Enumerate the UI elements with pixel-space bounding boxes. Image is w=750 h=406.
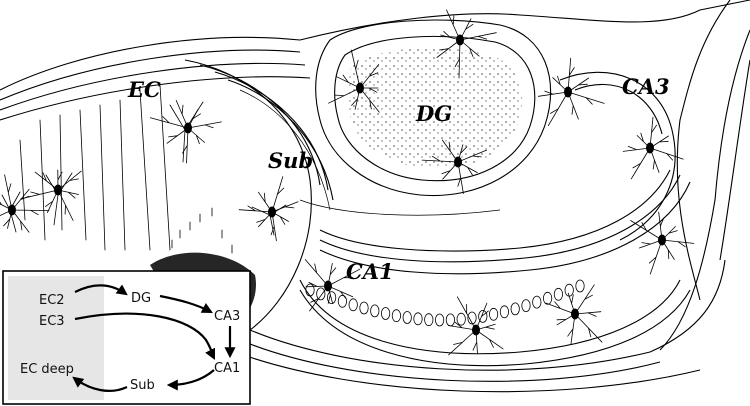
label-ca1: CA1 xyxy=(346,259,394,284)
label-dg: DG xyxy=(415,101,452,126)
dendrites xyxy=(238,176,299,242)
pyramidal-cell-body xyxy=(445,313,455,327)
pyramidal-cell-body xyxy=(413,312,423,326)
node-ec-deep: EC deep xyxy=(20,362,74,377)
dendrites xyxy=(537,57,605,127)
ec-shaded-zone xyxy=(8,276,104,400)
pyramidal-cell-body xyxy=(424,313,434,327)
pyramidal-cell-body xyxy=(532,295,542,309)
pyramidal-cell-body xyxy=(337,294,347,308)
pyramidal-cell-body xyxy=(478,309,488,323)
node-ca3: CA3 xyxy=(214,309,240,324)
pyramidal-cell-body xyxy=(510,302,520,316)
dendrites xyxy=(545,284,603,345)
pyramidal-cell-body xyxy=(380,307,391,320)
arrow-ec3-ca1 xyxy=(74,312,216,360)
dendrites xyxy=(622,116,684,180)
pyramidal-cell-body xyxy=(467,311,477,325)
dendrites xyxy=(448,296,504,356)
neuron xyxy=(622,116,684,180)
region-labels: EC DG Sub CA1 CA3 xyxy=(127,74,670,284)
node-ec3: EC3 xyxy=(39,314,65,329)
neuron xyxy=(630,211,695,275)
neuron xyxy=(238,176,299,242)
ec-cortex-texture xyxy=(1,84,287,254)
label-ca3: CA3 xyxy=(622,74,670,99)
dendrites xyxy=(304,259,361,312)
node-ca1: CA1 xyxy=(214,361,240,376)
node-dg: DG xyxy=(131,291,151,306)
neuron xyxy=(545,284,603,345)
neuron xyxy=(304,259,361,312)
arrow-ca1-sub xyxy=(166,369,215,391)
pyramidal-cell-body xyxy=(564,283,574,297)
dendrites xyxy=(150,100,222,164)
dendrites xyxy=(630,211,695,275)
pyramidal-cell-body xyxy=(499,305,509,319)
label-ec: EC xyxy=(127,77,161,102)
arrow-dg-ca3 xyxy=(159,294,213,314)
pyramidal-cell-body xyxy=(434,313,445,327)
pyramidal-cell-body xyxy=(553,287,564,301)
dendrites xyxy=(20,169,82,221)
pyramidal-cell-body xyxy=(359,301,369,315)
neuron xyxy=(537,57,605,127)
neuron xyxy=(436,9,497,79)
pyramidal-cell-body xyxy=(305,283,315,297)
pyramidal-cell-body xyxy=(326,291,337,305)
pyramidal-cell-body xyxy=(575,279,585,293)
pyramidal-cell-body xyxy=(542,291,553,305)
neuron xyxy=(328,49,380,113)
dendrites xyxy=(421,139,487,194)
node-ec2: EC2 xyxy=(39,293,65,308)
ca1-cell-layer xyxy=(305,279,585,327)
arrow-sub-ecdeep xyxy=(72,376,128,392)
pyramidal-cell-body xyxy=(316,287,326,301)
dendrites xyxy=(436,9,497,79)
pyramidal-cell-body xyxy=(521,299,531,313)
neuron xyxy=(421,139,487,194)
neuron xyxy=(448,296,504,356)
pyramidal-cell-body xyxy=(488,307,499,321)
pyramidal-cell-body xyxy=(370,304,380,318)
neuron xyxy=(20,169,82,221)
dendrites xyxy=(0,174,50,233)
circuit-inset: EC2 EC3 DG CA3 CA1 Sub EC deep xyxy=(2,270,251,405)
pyramidal-cell-body xyxy=(456,312,466,326)
neuron xyxy=(0,174,50,233)
pyramidal-cell-body xyxy=(402,311,412,324)
neuron xyxy=(150,100,222,164)
tissue-outline xyxy=(0,0,750,393)
arrow-ec2-dg xyxy=(74,284,128,296)
dendrites xyxy=(328,49,380,113)
node-sub: Sub xyxy=(130,378,155,393)
pyramidal-cell-body xyxy=(391,309,401,323)
label-sub: Sub xyxy=(268,148,313,173)
pyramidal-cell-body xyxy=(348,298,358,312)
